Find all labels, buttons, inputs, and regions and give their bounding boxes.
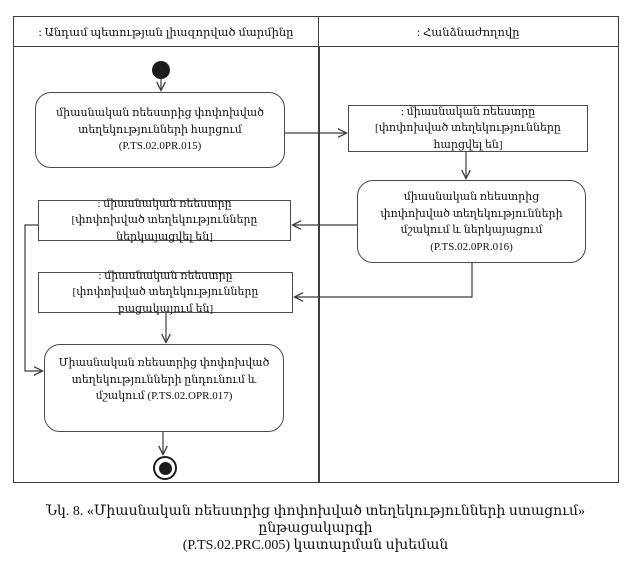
figure-caption-line1: Նկ. 8. «Միասնական ռեեստրից փոփոխված տեղե…: [45, 504, 586, 536]
object-state: [փոփոխված տեղեկությունները ներկայացվել ե…: [71, 214, 258, 243]
activity-request-changed-info: միասնական ռեեստրից փոփոխված տեղեկություն…: [35, 92, 285, 168]
swimlane-header-commission: : Հանձնաժողովը: [317, 16, 619, 47]
edge-registry-presented-to-receive: [24, 224, 42, 371]
object-state: [փոփոխված տեղեկությունները բացակայում են…: [72, 286, 259, 315]
object-name: : միասնական ռեեստրը: [98, 269, 233, 282]
activity-receive-and-process: Միասնական ռեեստրից փոփոխված տեղեկություն…: [44, 344, 284, 432]
swimlane-label: : Հանձնաժողովը: [416, 26, 520, 39]
object-node-registry-requested: : միասնական ռեեստրը [փոփոխված տեղեկությո…: [348, 105, 588, 152]
activity-label: Միասնական ռեեստրից փոփոխված տեղեկություն…: [58, 357, 270, 402]
object-name: : միասնական ռեեստրը: [97, 197, 232, 210]
swimlane-separator: [318, 16, 320, 483]
object-state: [փոփոխված տեղեկությունները հարցվել են]: [375, 122, 561, 151]
activity-process-and-present: միասնական ռեեստրից փոփոխված տեղեկություն…: [357, 180, 586, 263]
final-node: [153, 456, 177, 480]
final-node-dot: [158, 461, 172, 475]
object-node-registry-presented: : միասնական ռեեստրը [փոփոխված տեղեկությո…: [38, 198, 291, 243]
initial-node: [152, 61, 170, 79]
activity-label: միասնական ռեեստրից փոփոխված տեղեկություն…: [380, 191, 563, 253]
object-node-registry-absent: : միասնական ռեեստրը [փոփոխված տեղեկությո…: [38, 270, 293, 315]
object-name: : միասնական ռեեստրը: [400, 105, 536, 118]
figure-caption-line2: (P.TS.02.PRC.005) կատարման սխեման: [182, 538, 449, 553]
activity-label: միասնական ռեեստրից փոփոխված տեղեկություն…: [56, 107, 264, 153]
edge-process-to-registry-absent: [295, 263, 473, 297]
swimlane-label: : Անդամ պետության լիազորված մարմինը: [38, 26, 294, 39]
